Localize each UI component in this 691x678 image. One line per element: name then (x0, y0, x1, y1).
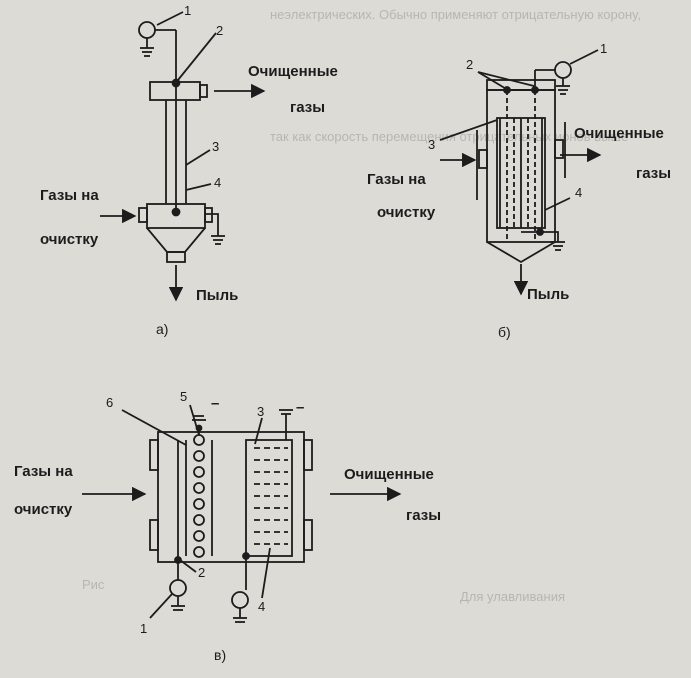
fig-b-caption: б) (498, 324, 511, 340)
dust-outlet (166, 251, 186, 263)
collector-plates (254, 447, 288, 545)
leader-1 (569, 49, 599, 65)
bottom-weight-node (171, 207, 181, 217)
inlet-flange (478, 149, 488, 169)
leader-2 (179, 559, 197, 573)
figure-c-two-zone-precipitator (82, 404, 402, 623)
fig-a-inlet-label-2: очистку (40, 231, 99, 248)
leader-4 (261, 547, 271, 599)
leader-6 (121, 409, 187, 446)
background-text-1: неэлектрических. Обычно применяют отрица… (270, 7, 641, 22)
fig-c-gas-label: газы (406, 507, 442, 524)
fig-a-number-3: 3 (212, 139, 220, 154)
right-flange (303, 439, 313, 471)
left-flange (149, 439, 159, 471)
leader-5 (189, 404, 200, 436)
fig-a-gas-label: газы (290, 99, 326, 116)
fig-c-number-2: 2 (198, 565, 206, 580)
fig-c-inlet-label-2: очистку (14, 501, 73, 518)
ground-wire (205, 213, 219, 236)
leader-3 (254, 417, 263, 445)
left-flange-2 (149, 519, 159, 551)
hv-source-icon (554, 61, 572, 79)
figure-b-plate-precipitator (439, 49, 602, 296)
leader-2 (177, 32, 217, 81)
fig-b-number-1: 1 (600, 41, 608, 56)
corona-wires (193, 434, 205, 558)
fig-c-minus-sign-1: – (211, 395, 220, 412)
fig-a-number-2: 2 (216, 23, 224, 38)
side-flange (204, 207, 213, 223)
fig-c-clean-gas-label: Очищенные (344, 466, 434, 483)
figure-a-tube-precipitator (100, 11, 266, 302)
outlet-flange (199, 84, 208, 98)
right-flange-2 (303, 519, 313, 551)
fig-c-number-6: 6 (106, 395, 114, 410)
fig-b-number-2: 2 (466, 57, 474, 72)
fig-b-inlet-label-1: Газы на (367, 171, 426, 188)
fig-c-minus-sign-2: – (296, 399, 305, 416)
collector-frame (245, 439, 293, 557)
hv-source-icon-2 (231, 591, 249, 609)
dust-hopper (146, 227, 206, 253)
leader-4 (185, 183, 212, 191)
fig-a-number-4: 4 (214, 175, 222, 190)
background-text-3: Для улавливания (460, 589, 565, 604)
leader-2b (477, 71, 535, 87)
ground-wire (521, 231, 559, 242)
fig-c-number-3: 3 (257, 404, 265, 419)
fig-c-number-1: 1 (140, 621, 148, 636)
fig-a-inlet-label-1: Газы на (40, 187, 99, 204)
leader-1 (156, 11, 184, 26)
dust-hopper (486, 241, 556, 264)
fig-b-dust-label: Пыль (527, 286, 570, 303)
ground-node (536, 228, 544, 236)
housing (157, 431, 305, 563)
inlet-flange (138, 207, 148, 223)
leader-2a (477, 71, 509, 91)
hv-source-icon-1 (169, 579, 187, 597)
top-insulator-node (171, 78, 181, 88)
fig-c-number-5: 5 (180, 389, 188, 404)
fig-b-gas-label: газы (636, 165, 672, 182)
fig-b-inlet-label-2: очистку (377, 204, 436, 221)
leader-3 (185, 149, 211, 166)
fig-b-number-3: 3 (428, 137, 436, 152)
outlet-flange (554, 139, 564, 159)
hv-source-icon (138, 21, 156, 39)
fig-a-caption: а) (156, 321, 169, 337)
fig-a-dust-label: Пыль (196, 287, 239, 304)
leader-1 (149, 593, 173, 619)
fig-c-number-4: 4 (258, 599, 266, 614)
fig-a-number-1: 1 (184, 3, 192, 18)
leader-4 (544, 197, 571, 211)
fig-b-clean-gas-label: Очищенные (574, 125, 664, 142)
fig-c-inlet-label-1: Газы на (14, 463, 73, 480)
background-text-4: Рис (82, 577, 105, 592)
fig-c-caption: в) (214, 647, 227, 663)
background-text-2: так как скорость перемещения отрицательн… (270, 129, 629, 144)
top-header (486, 79, 556, 91)
fig-a-clean-gas-label: Очищенные (248, 63, 338, 80)
fig-b-number-4: 4 (575, 185, 583, 200)
leader-3 (439, 119, 498, 141)
